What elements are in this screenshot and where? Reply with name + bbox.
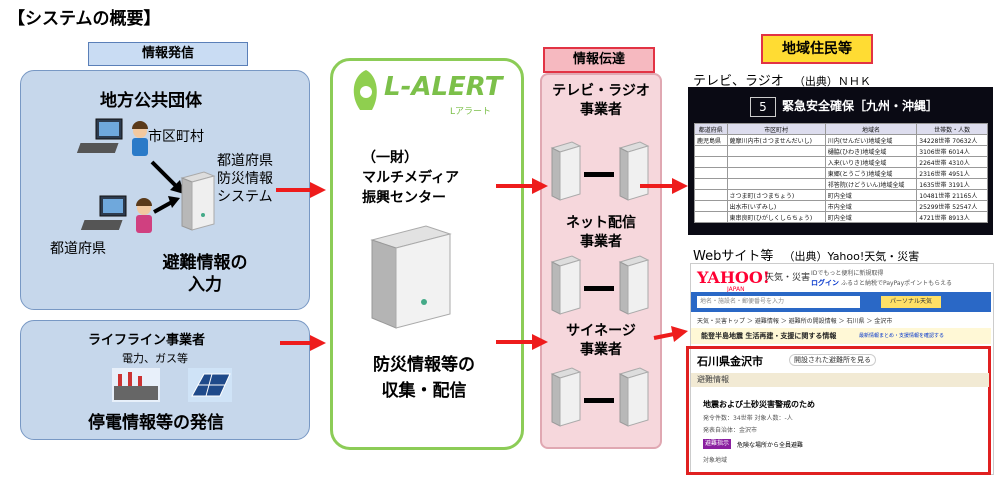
tv-caption: テレビ、ラジオ （出典）ＮＨＫ [693, 74, 871, 89]
signage-operator: サイネージ 事業者 [566, 323, 636, 358]
tv-radio-operator: テレビ・ラジオ 事業者 [552, 83, 650, 118]
header-residents: 地域住民等 [761, 34, 873, 64]
lifeline-box [20, 320, 310, 440]
server-pair-icon [550, 255, 650, 315]
web-caption: Webサイト等 （出典）Yahoo!天気・災害 [693, 249, 920, 264]
search-bar: 地名・施設名・郵便番号を入力 パーソナル天気 [691, 292, 991, 312]
computer-user-icon [76, 118, 148, 156]
yahoo-logo: YAHOO! [697, 268, 770, 287]
computer-user-icon [80, 195, 152, 233]
evacuation-input-label: 避難情報の 入力 [162, 253, 248, 295]
factory-icon [112, 368, 160, 402]
l-alert-logo-sub: Lアラート [450, 107, 492, 117]
org-name: （一財） マルチメディア 振興センター [362, 150, 460, 206]
prefecture-label: 都道府県 [50, 241, 106, 257]
tv-screen: 5 緊急安全確保［九州・沖縄］ 都道府県 市区町村 地域名 世帯数・人数 鹿児島… [688, 87, 993, 235]
server-icon [370, 225, 452, 329]
tv-headline: 緊急安全確保［九州・沖縄］ [782, 99, 939, 113]
outage-info-label: 停電情報等の発信 [88, 413, 224, 433]
header-source: 情報発信 [88, 42, 248, 66]
arrow-right-icon [153, 196, 180, 214]
web-screenshot: YAHOO! JAPAN 天気・災害 IDでもっと便利に新規取得 ログイン ふる… [690, 263, 994, 475]
arrow-down-icon [150, 160, 184, 194]
channel-badge: 5 [750, 97, 776, 117]
header-transmit: 情報伝達 [543, 47, 655, 73]
login-link[interactable]: ログイン [811, 279, 839, 287]
page-title: 【システムの概要】 [8, 9, 161, 29]
gov-title: 地方公共団体 [100, 91, 202, 111]
net-distribution-operator: ネット配信 事業者 [566, 215, 636, 250]
table-header-row: 都道府県 市区町村 地域名 世帯数・人数 [694, 123, 988, 135]
server-pair-icon [550, 367, 650, 427]
prefecture-system-label: 都道府県 防災情報 システム [217, 153, 273, 205]
notice-title: 地震および土砂災害警戒のため [703, 400, 815, 409]
collect-distribute-label: 防災情報等の 収集・配信 [373, 355, 475, 401]
evacuation-table: 都道府県 市区町村 地域名 世帯数・人数 鹿児島県薩摩川内市(さつませんだいし)… [694, 123, 988, 223]
municipality-label: 市区町村 [148, 129, 204, 145]
solar-panel-icon [188, 368, 232, 402]
announcement-banner: 能登半島地震 生活再建・支援に関する情報 最新情報まとめ・支援情報を確認する [691, 328, 991, 344]
highlight-frame: 石川県金沢市 開設された避難所を見る 避難情報 地震および土砂災害警戒のため 発… [686, 346, 991, 475]
local-government-box [20, 70, 310, 310]
breadcrumb: 天気・災害トップ ＞ 避難情報 ＞ 避難所の開設情報 ＞ 石川県 ＞ 金沢市 [697, 318, 893, 325]
evacuation-order-tag: 避難指示 [703, 439, 731, 449]
server-icon [180, 171, 216, 231]
arrow-web-to-residents [653, 332, 675, 340]
location-title: 石川県金沢市 [697, 355, 763, 368]
personal-weather-button[interactable]: パーソナル天気 [881, 296, 941, 308]
section-header: 避難情報 [691, 373, 989, 387]
lifeline-title: ライフライン事業者 [88, 333, 206, 348]
service-name: 天気・災害 [765, 273, 811, 283]
l-alert-logo-icon [353, 70, 377, 110]
l-alert-logo: L-ALERT [384, 72, 503, 102]
search-input[interactable]: 地名・施設名・郵便番号を入力 [697, 296, 860, 308]
shelter-link[interactable]: 開設された避難所を見る [789, 354, 876, 366]
lifeline-subtitle: 電力、ガス等 [122, 352, 188, 365]
